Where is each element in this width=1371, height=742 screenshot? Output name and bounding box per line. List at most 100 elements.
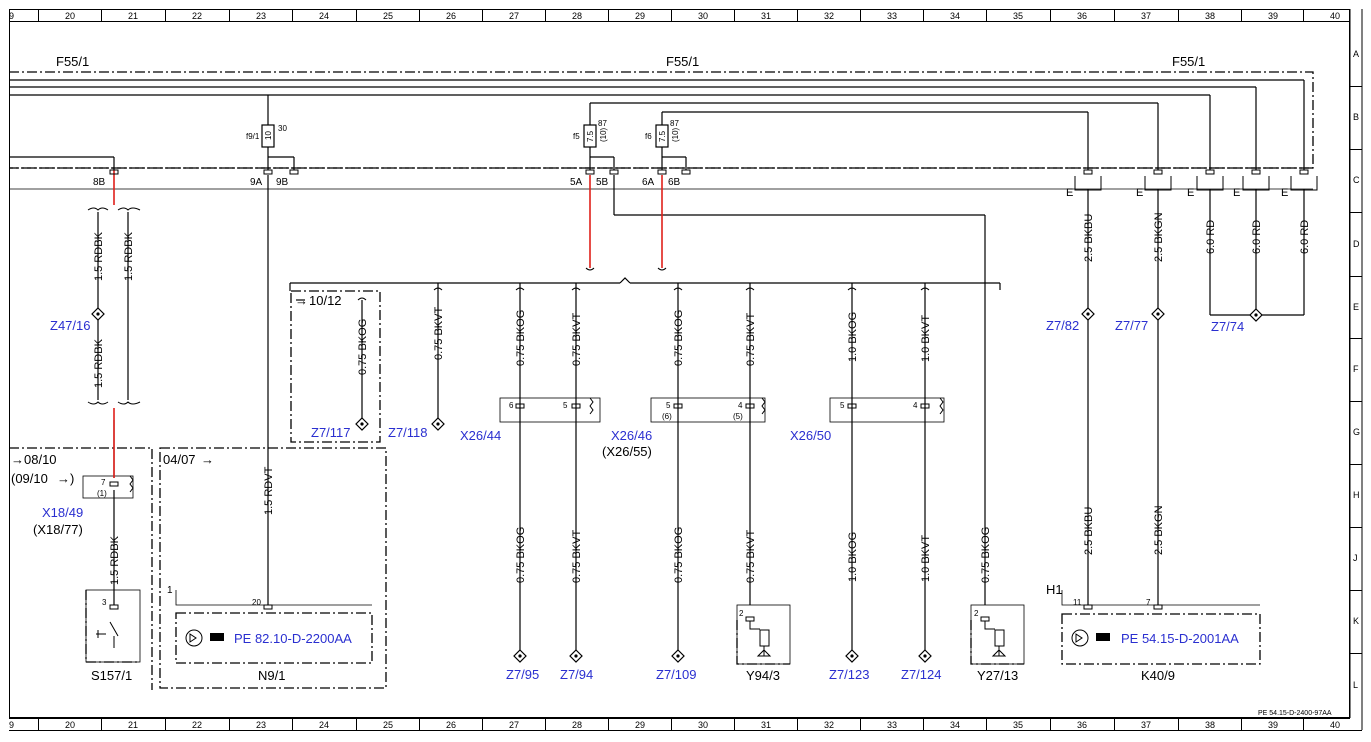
pin-label: E [1233, 187, 1240, 199]
pin-number: 6 [509, 401, 514, 410]
fuse-sub: (10) [599, 127, 608, 142]
grid-column-label: 20 [65, 720, 75, 730]
wire-label: 6.0 RD [1251, 220, 1263, 254]
ref-arrow: → [295, 293, 308, 308]
pin-number: 2 [974, 609, 979, 618]
pin-number: (6) [662, 412, 672, 421]
wire-label: 0.75 BKOG [673, 310, 685, 366]
pin-label: 5B [596, 177, 609, 188]
splice-label: Z7/117 [311, 425, 351, 440]
grid-column-label: 31 [761, 11, 771, 21]
wire-label: 1.0 BKOG [847, 312, 859, 362]
pin-number: 5 [563, 401, 568, 410]
grid-column-label: 34 [950, 11, 960, 21]
grid-column-label: 22 [192, 720, 202, 730]
grid-row-label: A [1353, 49, 1359, 59]
grid-column-label: 37 [1141, 720, 1151, 730]
wire-label: 2.5 BKGN [1153, 505, 1165, 555]
grid-column-label: 37 [1141, 11, 1151, 21]
grid-column-label: 21 [128, 11, 138, 21]
pin-label: 6B [668, 177, 681, 188]
grid-column-label: 24 [319, 11, 329, 21]
pin-number: 5 [666, 401, 671, 410]
splice-label: Z7/74 [1211, 319, 1244, 334]
bus-label-right: F55/1 [1172, 54, 1205, 69]
pin-number: (1) [97, 489, 107, 498]
pin-number: 4 [738, 401, 743, 410]
wire-label: 0.75 BKVT [745, 313, 757, 366]
wire-label: 2.5 BKGN [1153, 212, 1165, 262]
component-label: Y27/13 [977, 668, 1018, 683]
splice-label: Z7/118 [388, 425, 428, 440]
grid-column-label: 27 [509, 720, 519, 730]
component-label: Y94/3 [746, 668, 780, 683]
k40-doc-reference[interactable]: PE 54.15-D-2001AA [1121, 631, 1239, 646]
grid-row-label: D [1353, 239, 1360, 249]
wire-label: 0.75 BKVT [433, 307, 445, 360]
connector-alt-label: (X26/55) [602, 444, 652, 459]
grid-column-label: 26 [446, 720, 456, 730]
fuse-f9-1 [261, 124, 275, 148]
wire-labels: 1.5 RDBK 1.5 RDBK 1.5 RDBK 1.5 RDBK 0.75… [93, 212, 1311, 585]
grid-column-label: 33 [887, 720, 897, 730]
wire-label: 0.75 BKVT [571, 530, 583, 583]
fuse-id: f6 [645, 132, 652, 141]
grid-column-label: 30 [698, 11, 708, 21]
fuse-id: f5 [573, 132, 580, 141]
grid-row-label: G [1353, 427, 1360, 437]
grid-column-label: 34 [950, 720, 960, 730]
component-label: N9/1 [258, 668, 285, 683]
wire-label: 1.0 BKVT [920, 315, 932, 362]
splice-label: Z7/94 [560, 667, 593, 682]
fuse-terminal: 30 [278, 124, 287, 133]
grid-column-label: 28 [572, 11, 582, 21]
pin-label: 5A [570, 177, 583, 188]
wire-label: 1.5 RDBK [93, 231, 105, 281]
component-tag: H1 [1046, 582, 1063, 597]
splice-label: Z7/123 [829, 667, 869, 682]
fuse-f5 [583, 124, 597, 148]
grid-row-label: C [1353, 175, 1360, 185]
pin-number: 7 [101, 478, 106, 487]
grid-row-label: E [1353, 302, 1359, 312]
connector-label: X26/44 [460, 428, 501, 443]
wire-label: 6.0 RD [1299, 220, 1311, 254]
wire-label: 0.75 BKOG [357, 319, 369, 375]
ref-arrow: → [201, 452, 214, 467]
ref-arrow: →) [57, 471, 74, 486]
wire-label: 0.75 BKOG [515, 527, 527, 583]
pin-label: E [1281, 187, 1288, 199]
grid-column-label: 24 [319, 720, 329, 730]
grid-column-label: 39 [1268, 720, 1278, 730]
cross-ref: (09/10 [11, 471, 48, 486]
grid-column-label: 20 [65, 11, 75, 21]
wire-label: 1.0 BKVT [920, 535, 932, 582]
grid-labels: 9920202121222223232424252526262727282829… [9, 11, 1360, 730]
connector-alt-label: (X18/77) [33, 522, 83, 537]
connector-label: X26/46 [611, 428, 652, 443]
n9-doc-reference[interactable]: PE 82.10-D-2200AA [234, 631, 352, 646]
wire-label: 2.5 BKBU [1083, 214, 1095, 262]
pin-number: 2 [739, 609, 744, 618]
cross-ref: 08/10 [24, 452, 57, 467]
grid-column-label: 29 [635, 11, 645, 21]
grid-column-label: 25 [383, 11, 393, 21]
grid-column-label: 40 [1330, 11, 1340, 21]
grid-column-label: 32 [824, 11, 834, 21]
splice-label: Z7/82 [1046, 318, 1079, 333]
wire-label: 0.75 BKOG [980, 527, 992, 583]
grid-column-label: 31 [761, 720, 771, 730]
grid-column-label: 36 [1077, 11, 1087, 21]
grid-column-label: 33 [887, 11, 897, 21]
pin-number: (5) [733, 412, 743, 421]
fuse-value: 10 [264, 131, 273, 140]
pin-number: 3 [102, 598, 107, 607]
wire-label: 1.5 RDBK [93, 338, 105, 388]
fuse-id: f9/1 [246, 132, 260, 141]
grid-column-label: 23 [256, 11, 266, 21]
connector-label: X26/50 [790, 428, 831, 443]
grid-column-label: 26 [446, 11, 456, 21]
grid-row-label: K [1353, 616, 1359, 626]
grid-column-label: 40 [1330, 720, 1340, 730]
wire-label: 6.0 RD [1205, 220, 1217, 254]
